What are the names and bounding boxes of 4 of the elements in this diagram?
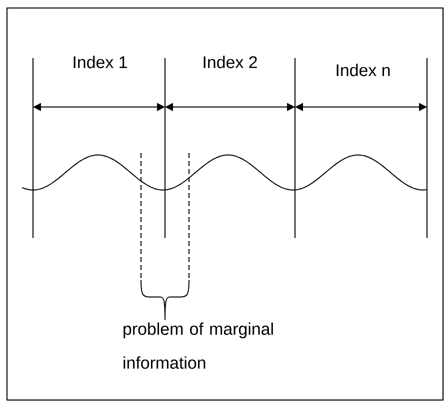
index-label: Index 2 [204,56,257,68]
note-text: problem of marginal information [124,322,273,369]
index-label: Index 1 [74,56,127,68]
index-label: Index n [336,64,390,76]
